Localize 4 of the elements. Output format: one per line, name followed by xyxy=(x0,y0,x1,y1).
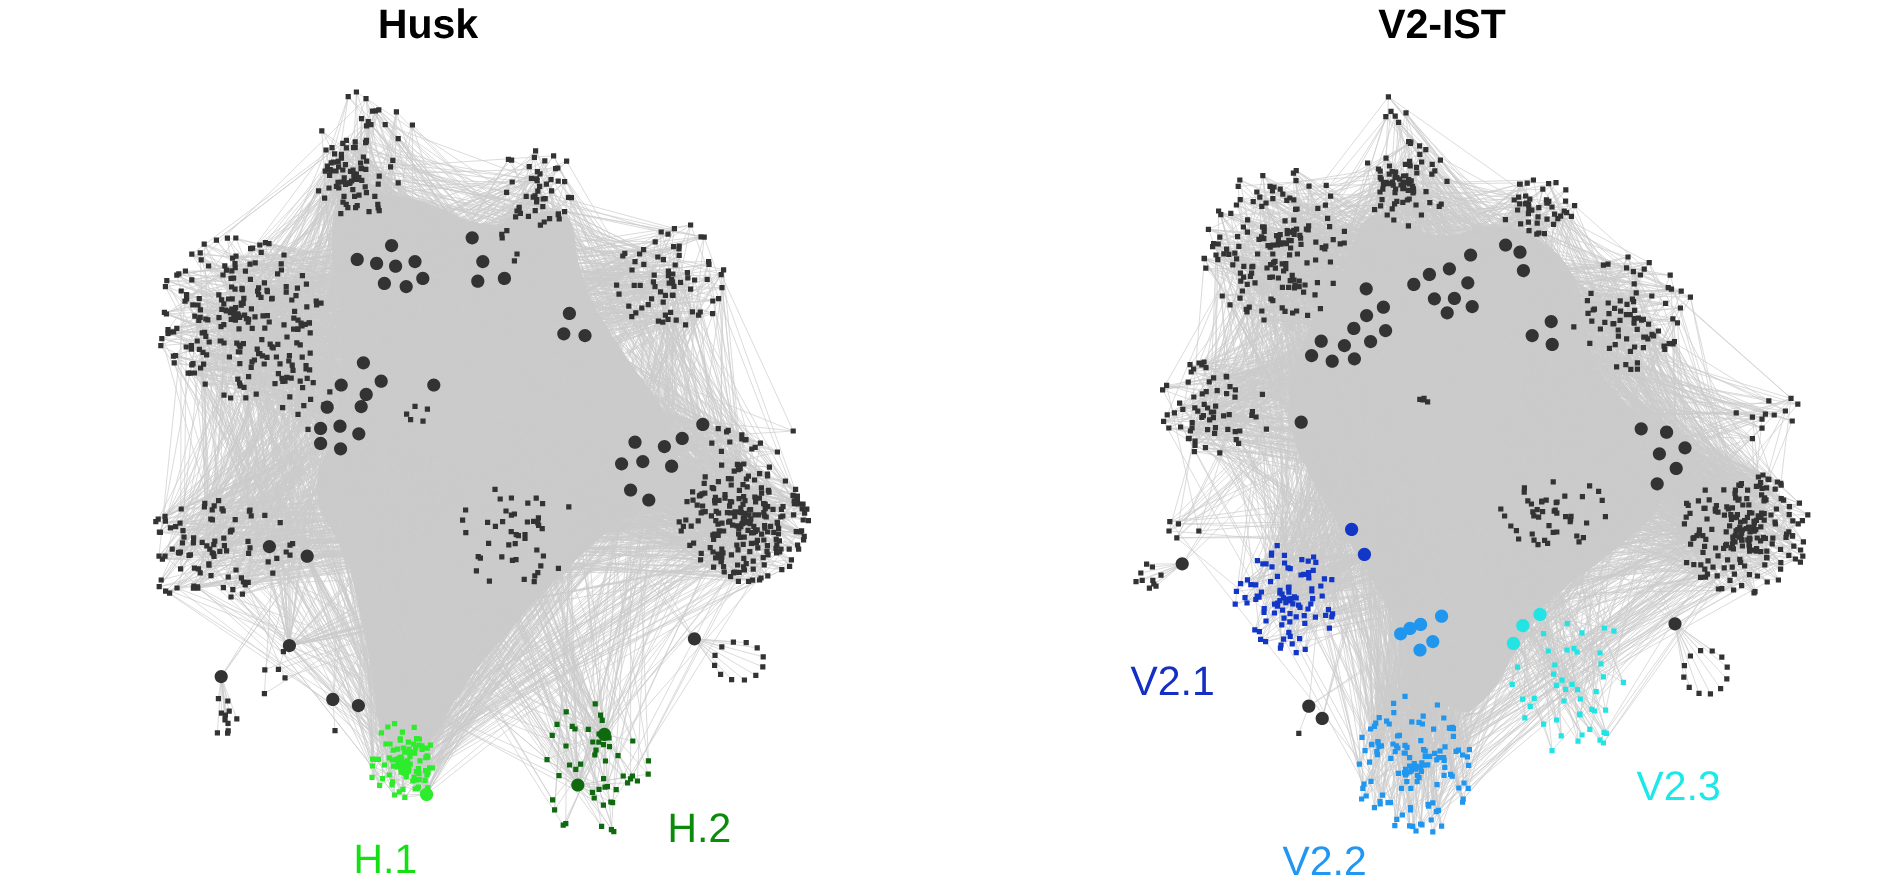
cluster-label: H.1 xyxy=(356,844,416,873)
panel-title: Husk xyxy=(380,8,479,39)
cluster-label: V2.2 xyxy=(1282,846,1365,875)
panel-title: V2-IST xyxy=(1378,9,1506,39)
